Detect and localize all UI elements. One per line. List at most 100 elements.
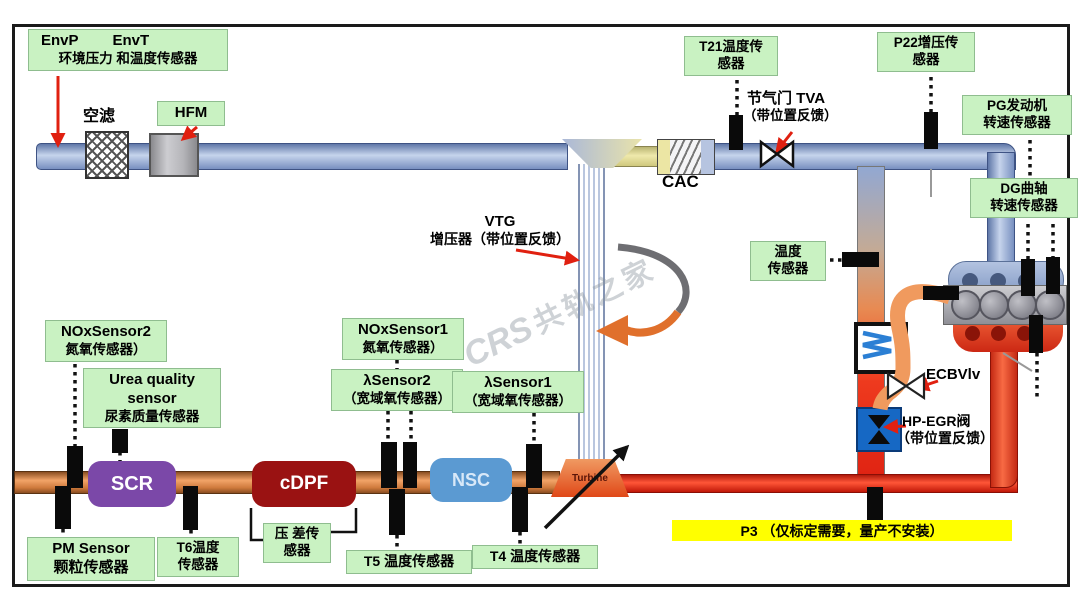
cac-core [670,140,701,174]
p3-sensor-probe [867,487,883,520]
lambda2-sensor-probe [403,442,417,488]
tva-l1: 节气门 TVA [747,90,826,107]
envt-text: EnvT [112,32,150,49]
t21-l2: 感器 [717,55,745,71]
vtg-shaft [578,164,605,464]
dp-l2: 感器 [283,542,311,558]
cac-label: CAC [662,172,699,191]
pg-sensor-probe [1021,259,1035,296]
pm-label: PM Sensor 颗粒传感器 [27,537,155,581]
hp-egr-l1: HP-EGR阀 [902,413,971,429]
t4-sensor-probe [512,487,528,532]
dg-l1: DG曲轴 [1000,181,1048,196]
lambda1-l1: λSensor1 [484,374,552,391]
t6-l1: T6温度 [176,540,220,555]
p22-l2: 感器 [912,51,940,67]
hp-egr-label: HP-EGR阀 （带位置反馈） [896,413,994,447]
air-filter-label: 空滤 [83,108,116,125]
turbine-label: Turbine [572,472,608,484]
pg-l1: PG发动机 [986,98,1047,113]
nox1-sensor-probe [381,442,397,488]
ecbvlv-label: ECBVlv [926,366,981,383]
hp-egr-l2: （带位置反馈） [896,429,994,446]
t6-sensor-probe [183,486,198,530]
dg-l2: 转速传感器 [990,197,1058,213]
cooler-coil-icon [862,330,892,360]
nox1-l1: NOxSensor1 [357,321,449,338]
vtg-l2: 增压器（带位置反馈） [430,231,570,247]
cdpf-label: cDPF [279,473,329,494]
t21-l1: T21温度传 [699,39,763,54]
lambda1-sensor-probe [526,444,542,488]
engine-bottom-sensor-probe [1029,315,1043,353]
scr-label: SCR [110,472,154,495]
dg-label: DG曲轴 转速传感器 [970,178,1078,218]
cac-intercooler [657,139,715,175]
pm-l1: PM Sensor [52,540,130,557]
tva-l2: （带位置反馈） [743,108,838,123]
t4-label: T4 温度传感器 [472,545,598,569]
dp-l1: 压 差传 [274,526,320,541]
egr-cooler [854,322,908,374]
urea-l1: Urea quality [109,371,195,388]
envp-text: EnvP [41,32,79,49]
engine-left-sensor-probe [923,286,959,300]
pm-sensor-probe [55,486,71,529]
lambda2-label: λSensor2 （宽域氧传感器） [331,369,463,411]
egr-temp-l1: 温度 [774,244,802,259]
t21-sensor-probe [729,115,743,150]
scr-catalyst: SCR [88,461,176,507]
air-filter [85,131,129,179]
nox2-label: NOxSensor2 氮氧传感器） [45,320,167,362]
vtg-l1: VTG [484,213,516,230]
exhaust-port [965,326,980,341]
pg-label: PG发动机 转速传感器 [962,95,1072,135]
t6-label: T6温度 传感器 [157,537,239,577]
nox2-l1: NOxSensor2 [60,323,152,340]
t5-sensor-probe [389,489,405,535]
t21-label: T21温度传 感器 [684,36,778,76]
pm-l2: 颗粒传感器 [53,558,129,576]
urea-sensor-probe [112,429,128,453]
exhaust-downcomer-pipe [990,338,1018,488]
lambda1-label: λSensor1 （宽域氧传感器） [452,371,584,413]
dg-sensor-probe [1046,257,1060,294]
nox2-l2: 氮氧传感器） [65,341,147,357]
cdpf-filter: cDPF [252,461,356,507]
egr-temp-label: 温度 传感器 [750,241,826,281]
cac-right [701,140,714,174]
t5-label: T5 温度传感器 [346,550,472,574]
nsc-catalyst: NSC [430,458,512,502]
lambda1-l2: （宽域氧传感器） [464,392,572,408]
urea-l3: 尿素质量传感器 [104,408,200,424]
p22-l1: P22增压传 [893,35,959,50]
t6-l2: 传感器 [177,556,219,572]
p22-sensor-probe [924,112,938,149]
hfm-block [149,133,199,177]
p3-highlight-label: P3 （仅标定需要，量产不安装） [672,520,1012,541]
exhaust-port [991,326,1006,341]
dp-label: 压 差传 感器 [263,523,331,563]
egr-temp-l2: 传感器 [767,260,809,276]
egr-temp-sensor-probe [842,252,879,267]
p22-label: P22增压传 感器 [877,32,975,72]
lambda2-l2: （宽域氧传感器） [343,390,451,406]
nox2-sensor-probe [67,446,83,488]
envp-envt-label: EnvP EnvT 环境压力 和温度传感器 [28,29,228,71]
cylinder [979,290,1009,320]
envp-envt-cn: 环境压力 和温度传感器 [58,50,198,66]
urea-l2: sensor [127,389,177,407]
vtg-label: VTG 增压器（带位置反馈） [420,213,580,248]
lambda2-l1: λSensor2 [363,372,431,389]
hfm-label: HFM [157,101,225,126]
tva-label: 节气门 TVA （带位置反馈） [743,90,838,124]
nsc-label: NSC [451,469,490,490]
urea-label: Urea quality sensor 尿素质量传感器 [83,368,221,429]
valve-hourglass-icon [868,415,890,444]
exhaust-port [1017,326,1032,341]
cac-left [658,140,670,174]
nox1-label: NOxSensor1 氮氧传感器） [342,318,464,360]
pg-l2: 转速传感器 [983,114,1051,130]
exhaust-hot-pipe [618,474,1018,493]
